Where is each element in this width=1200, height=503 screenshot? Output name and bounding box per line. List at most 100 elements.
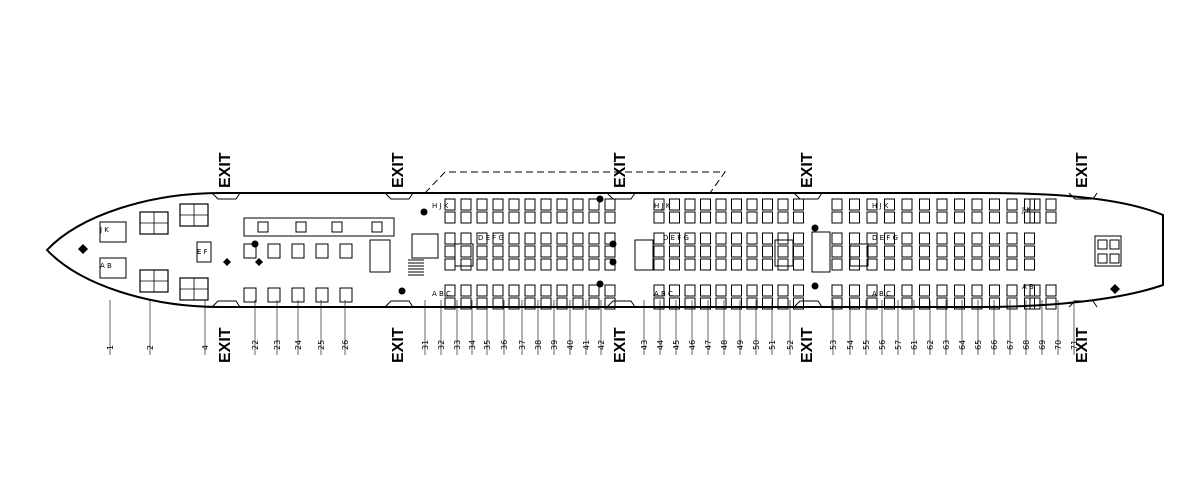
- sec3-bot-6-0: [936, 284, 948, 297]
- sec1-bot-8-0: [572, 284, 584, 297]
- sec1-bot-3-1: [492, 297, 504, 310]
- sec2-bot-3-0: [700, 284, 711, 297]
- sec3-mid-7-1: [954, 245, 965, 258]
- sec3-mid-4-0: [901, 232, 913, 245]
- sec1-top-3-1: [492, 211, 504, 224]
- sec1-bot-7-1: [556, 297, 568, 310]
- sec3-top-10-1: [1006, 211, 1018, 224]
- sec3-bot-3-0: [884, 284, 895, 297]
- sec2-mid-5-0: [731, 232, 742, 245]
- sec2-bot-3-1: [700, 297, 711, 310]
- sec3-bot-2-0: [866, 284, 878, 297]
- galley-box-1: [295, 221, 307, 233]
- sec3-top-7-1: [954, 211, 965, 224]
- biz-bot-0: [243, 287, 257, 303]
- sec2-mid-3-2: [700, 258, 711, 271]
- sec2-bot-6-0: [746, 284, 758, 297]
- row-number-18: 41: [582, 340, 591, 350]
- door-bottom-0: [211, 300, 241, 308]
- sec3-top-9-1: [989, 211, 1000, 224]
- sec3-mid-2-1: [866, 245, 878, 258]
- sec1-mid-10-1: [604, 245, 616, 258]
- sec3-bot-1-1: [849, 297, 860, 310]
- sec1-bot-10-1: [604, 297, 616, 310]
- nose-seat-0: [99, 221, 127, 243]
- row-number-13: 36: [500, 340, 509, 350]
- sec2-top-7-1: [762, 211, 773, 224]
- emergency-dot-4: [811, 224, 819, 232]
- row-number-39: 65: [974, 340, 983, 350]
- sec3-bot-3-1: [884, 297, 895, 310]
- sec1-top-0-0: [444, 198, 456, 211]
- sec2-mid-1-2: [669, 258, 680, 271]
- row-number-28: 51: [768, 340, 777, 350]
- sec3-mid-4-2: [901, 258, 913, 271]
- letters-jk-nose: J K: [99, 226, 109, 234]
- sec3-bot-8-0: [971, 284, 983, 297]
- sec1-top-1-0: [460, 198, 472, 211]
- letters-jk-tail: J K: [1021, 206, 1031, 214]
- biz-mid-1: [267, 243, 281, 259]
- sec3-mid-8-0: [971, 232, 983, 245]
- sec3-mid-10-1: [1006, 245, 1018, 258]
- sec2-mid-6-2: [746, 258, 758, 271]
- emergency-dot-7: [609, 258, 617, 266]
- tail-top-1-1: [1045, 211, 1057, 224]
- sec1-mid-3-0: [492, 232, 504, 245]
- exit-label-top-0: EXIT: [217, 152, 234, 188]
- emergency-dot-2: [596, 195, 604, 203]
- sec2-top-1-1: [669, 211, 680, 224]
- row-number-43: 69: [1038, 340, 1047, 350]
- sec3-mid-0-1: [831, 245, 843, 258]
- sec2-mid-8-0: [777, 232, 789, 245]
- sec2-mid-8-2: [777, 258, 789, 271]
- sec2-mid-3-0: [700, 232, 711, 245]
- sec3-bot-7-1: [954, 297, 965, 310]
- sec1-bot-4-0: [508, 284, 520, 297]
- sec2-bot-8-0: [777, 284, 789, 297]
- sec2-mid-6-0: [746, 232, 758, 245]
- sec3-top-1-0: [849, 198, 860, 211]
- row-number-42: 68: [1022, 340, 1031, 350]
- sec2-top-8-0: [777, 198, 789, 211]
- sec2-bot-5-0: [731, 284, 742, 297]
- sec3-top-3-0: [884, 198, 895, 211]
- exit-label-bottom-3: EXIT: [799, 327, 816, 363]
- galley-unit: [411, 233, 439, 259]
- sec2-mid-2-0: [684, 232, 696, 245]
- sec3-mid-4-1: [901, 245, 913, 258]
- sec3-mid-3-0: [884, 232, 895, 245]
- sec3-mid-6-0: [936, 232, 948, 245]
- tail-box-0: [1097, 239, 1108, 250]
- row-number-36: 62: [926, 340, 935, 350]
- door-bottom-3: [793, 300, 823, 308]
- sec1-mid-0-1: [444, 245, 456, 258]
- upper-diamond-1: [223, 258, 231, 266]
- sec3-mid-7-2: [954, 258, 965, 271]
- sec3-mid-11-0: [1024, 232, 1035, 245]
- tail-bot-1-0: [1045, 284, 1057, 297]
- sec1-mid-5-0: [524, 232, 536, 245]
- biz-mid-3: [315, 243, 329, 259]
- row-number-15: 38: [534, 340, 543, 350]
- sec1-top-9-1: [588, 211, 600, 224]
- sec2-top-7-0: [762, 198, 773, 211]
- sec2-top-2-1: [684, 211, 696, 224]
- sec3-top-2-0: [866, 198, 878, 211]
- row-number-7: 26: [341, 340, 350, 350]
- door-bottom-1: [384, 300, 414, 308]
- sec3-mid-3-2: [884, 258, 895, 271]
- letters-ef-upper: E F: [197, 248, 208, 256]
- sec2-bot-4-0: [715, 284, 727, 297]
- sec3-bot-0-1: [831, 297, 843, 310]
- sec3-top-6-0: [936, 198, 948, 211]
- sec2-bot-1-1: [669, 297, 680, 310]
- sec2-mid-5-1: [731, 245, 742, 258]
- sec2-mid-4-0: [715, 232, 727, 245]
- door-bottom-4: [1068, 300, 1098, 308]
- sec2-top-5-1: [731, 211, 742, 224]
- row-number-30: 53: [829, 340, 838, 350]
- row-number-17: 40: [566, 340, 575, 350]
- sec3-mid-9-0: [989, 232, 1000, 245]
- door-top-3: [793, 192, 823, 200]
